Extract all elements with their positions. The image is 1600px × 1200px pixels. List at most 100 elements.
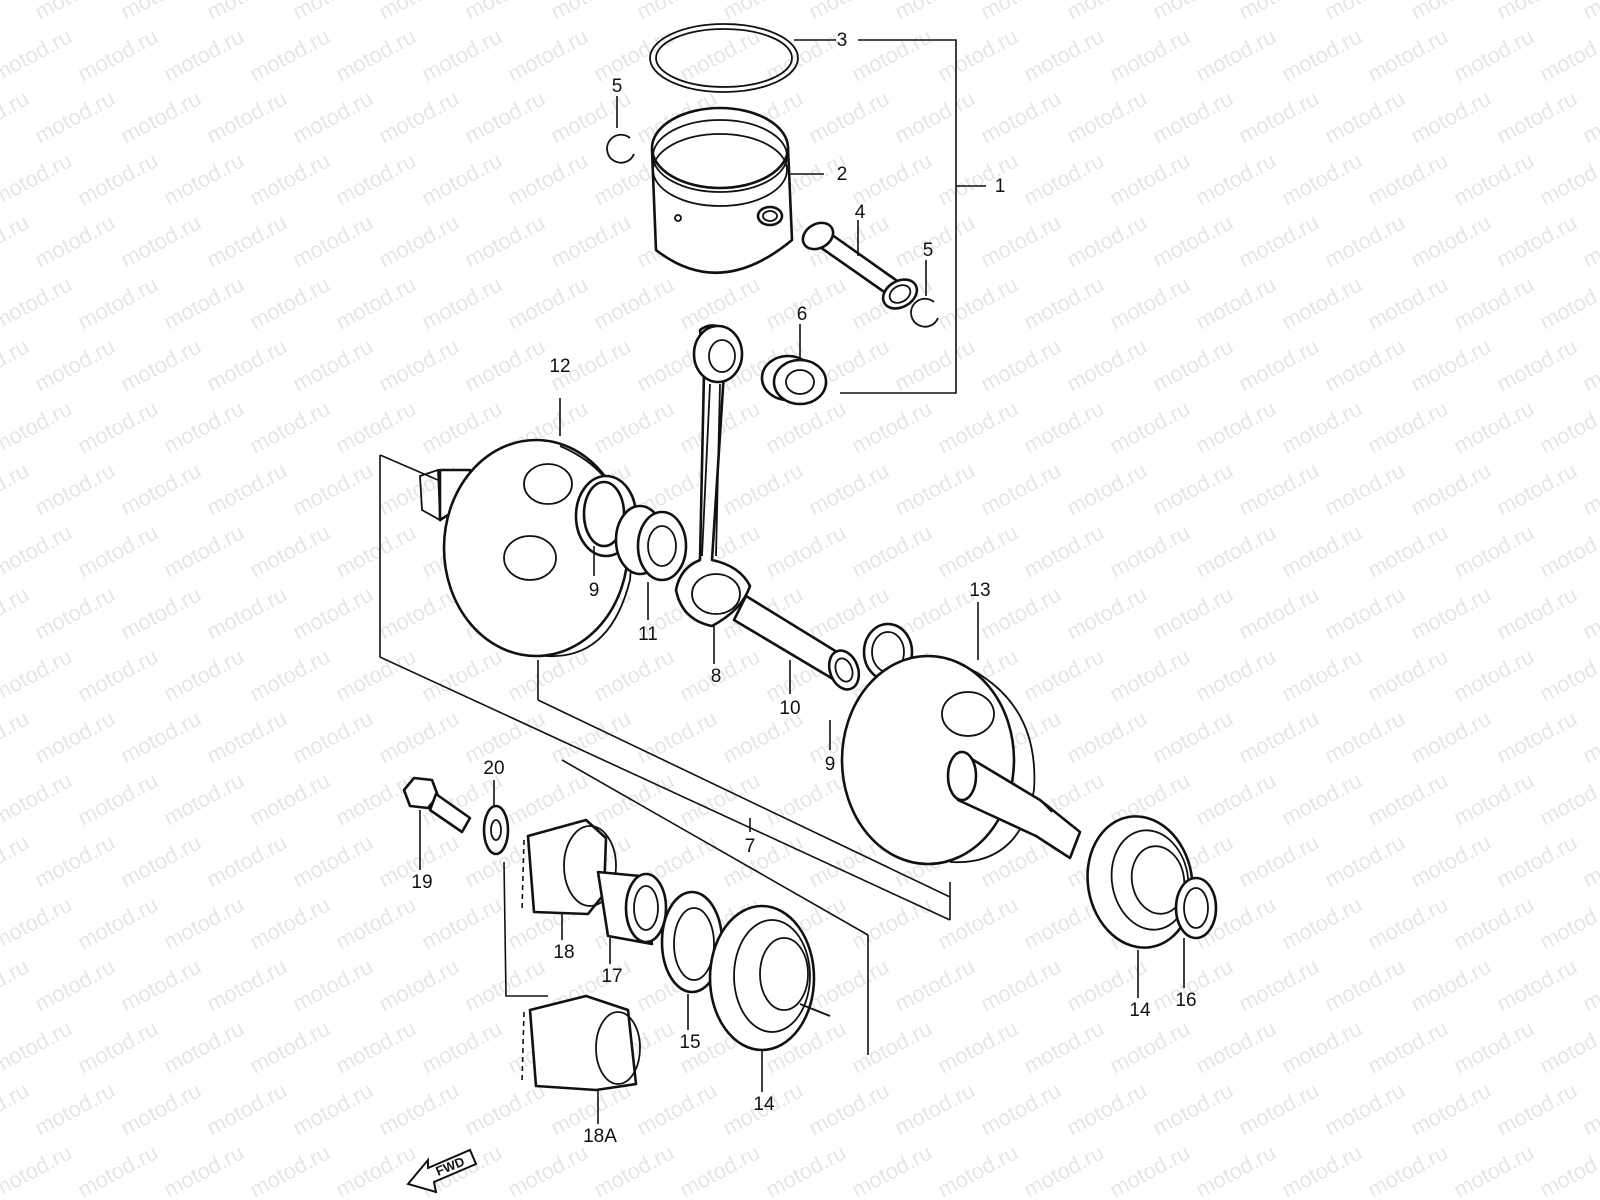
watermark-text: motod.ru: [1535, 520, 1600, 583]
watermark-text: motod.ru: [331, 272, 419, 335]
right-crank-web[interactable]: [840, 602, 1082, 866]
watermark-text: motod.ru: [73, 520, 161, 583]
piston-pin[interactable]: [798, 218, 922, 315]
watermark-text: motod.ru: [1449, 768, 1537, 831]
watermark-text: motod.ru: [245, 768, 333, 831]
small-end-needle-bearing[interactable]: [760, 324, 828, 406]
gear-bolt[interactable]: [402, 776, 472, 870]
piston[interactable]: [650, 106, 824, 275]
piston-pin-circlip-upper[interactable]: [606, 96, 635, 164]
callout-19: 19: [411, 872, 432, 893]
watermark-text: motod.ru: [288, 334, 376, 397]
watermark-text: motod.ru: [0, 582, 33, 645]
watermark-text: motod.ru: [202, 210, 290, 273]
watermark-text: motod.ru: [933, 892, 1021, 955]
watermark-text: motod.ru: [1019, 24, 1107, 87]
watermark-text: motod.ru: [202, 0, 290, 24]
watermark-text: motod.ru: [202, 334, 290, 397]
spacer[interactable]: [596, 870, 668, 964]
watermark-text: motod.ru: [159, 768, 247, 831]
watermark-text: motod.ru: [1320, 954, 1408, 1017]
watermark-text: motod.ru: [1191, 396, 1279, 459]
watermark-text: motod.ru: [1148, 0, 1236, 24]
watermark-text: motod.ru: [73, 1016, 161, 1079]
watermark-text: motod.ru: [460, 334, 548, 397]
watermark-text: motod.ru: [1105, 24, 1193, 87]
watermark-text: motod.ru: [847, 892, 935, 955]
callout-6: 6: [797, 304, 808, 325]
callout-7: 7: [745, 836, 756, 857]
piston-ring[interactable]: [649, 23, 836, 93]
watermark-text: motod.ru: [159, 272, 247, 335]
watermark-text: motod.ru: [1277, 272, 1365, 335]
watermark-text: motod.ru: [0, 830, 33, 893]
callout-9-right: 9: [825, 754, 836, 775]
crankshaft-ball-bearing-right[interactable]: [1077, 808, 1202, 998]
crankshaft-ball-bearing-left[interactable]: [708, 904, 831, 1092]
watermark-text: motod.ru: [847, 148, 935, 211]
watermark-text: motod.ru: [1492, 86, 1580, 149]
watermark-text: motod.ru: [804, 0, 892, 24]
watermark-text: motod.ru: [30, 706, 118, 769]
watermark-text: motod.ru: [374, 0, 462, 24]
watermark-text: motod.ru: [159, 1016, 247, 1079]
watermark-text: motod.ru: [1234, 830, 1322, 893]
watermark-text: motod.ru: [1148, 582, 1236, 645]
crank-pin[interactable]: [732, 594, 864, 694]
piston-pin-circlip-lower[interactable]: [910, 260, 939, 328]
watermark-text: motod.ru: [0, 86, 33, 149]
big-end-needle-bearing[interactable]: [614, 504, 688, 620]
watermark-text: motod.ru: [245, 24, 333, 87]
watermark-text: motod.ru: [1148, 1078, 1236, 1141]
watermark-text: motod.ru: [116, 0, 204, 24]
watermark-text: motod.ru: [245, 892, 333, 955]
watermark-text: motod.ru: [1062, 334, 1150, 397]
watermark-text: motod.ru: [933, 272, 1021, 335]
watermark-text: motod.ru: [1449, 24, 1537, 87]
callout-12: 12: [549, 356, 570, 377]
watermark-text: motod.ru: [847, 396, 935, 459]
watermark-text: motod.ru: [30, 334, 118, 397]
oil-seal-right[interactable]: [1174, 876, 1218, 988]
watermark-text: motod.ru: [1105, 272, 1193, 335]
watermark-text: motod.ru: [30, 210, 118, 273]
watermark-text: motod.ru: [1492, 706, 1580, 769]
watermark-text: motod.ru: [804, 954, 892, 1017]
watermark-text: motod.ru: [1105, 1140, 1193, 1200]
watermark-text: motod.ru: [30, 458, 118, 521]
watermark-text: motod.ru: [1449, 396, 1537, 459]
watermark-text: motod.ru: [1363, 24, 1451, 87]
watermark-text: motod.ru: [761, 396, 849, 459]
watermark-text: motod.ru: [1363, 892, 1451, 955]
watermark-text: motod.ru: [1148, 458, 1236, 521]
watermark-text: motod.ru: [847, 1140, 935, 1200]
watermark-text: motod.ru: [1449, 892, 1537, 955]
watermark-text: motod.ru: [331, 24, 419, 87]
watermark-text: motod.ru: [1449, 520, 1537, 583]
watermark-text: motod.ru: [1578, 954, 1600, 1017]
primary-drive-gear-alt[interactable]: [503, 861, 641, 1124]
callout-3: 3: [837, 30, 848, 51]
watermark-text: motod.ru: [0, 458, 33, 521]
watermark-text: motod.ru: [976, 0, 1064, 24]
washer[interactable]: [482, 780, 510, 856]
watermark-text: motod.ru: [1277, 148, 1365, 211]
watermark-text: motod.ru: [1019, 1140, 1107, 1200]
watermark-text: motod.ru: [1019, 148, 1107, 211]
watermark-text: motod.ru: [0, 334, 33, 397]
watermark-text: motod.ru: [331, 520, 419, 583]
watermark-text: motod.ru: [1234, 334, 1322, 397]
bracket-piston-assembly: [840, 39, 986, 394]
watermark-text: motod.ru: [417, 892, 505, 955]
watermark-text: motod.ru: [890, 210, 978, 273]
watermark-text: motod.ru: [73, 396, 161, 459]
watermark-text: motod.ru: [1191, 272, 1279, 335]
watermark-text: motod.ru: [847, 1016, 935, 1079]
watermark-text: motod.ru: [976, 334, 1064, 397]
watermark-text: motod.ru: [933, 148, 1021, 211]
watermark-text: motod.ru: [374, 706, 462, 769]
watermark-text: motod.ru: [116, 830, 204, 893]
watermark-text: motod.ru: [374, 582, 462, 645]
watermark-text: motod.ru: [202, 954, 290, 1017]
connecting-rod[interactable]: [674, 324, 752, 665]
